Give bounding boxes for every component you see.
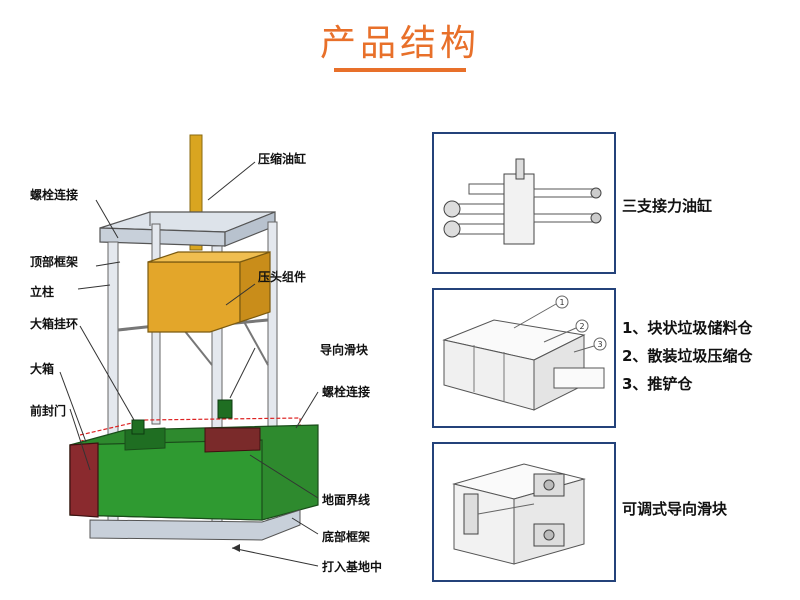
marker-2: 2 xyxy=(579,322,584,331)
slider-illustration xyxy=(452,463,586,565)
label-guide-slider: 导向滑块 xyxy=(320,343,369,357)
label-bottom-frame: 底部框架 xyxy=(322,530,371,544)
label-top-frame: 顶部框架 xyxy=(30,255,79,269)
label-bolt-connection-top: 螺栓连接 xyxy=(30,188,79,202)
panel1-text: 三支接力油缸 xyxy=(622,197,713,215)
panel-cylinders xyxy=(432,132,616,274)
press-head xyxy=(147,261,241,333)
title-underline xyxy=(334,68,466,72)
label-compress-cylinder: 压缩油缸 xyxy=(258,152,307,166)
panel2-text-2: 2、散装垃圾压缩仓 xyxy=(622,347,753,365)
panel-slider xyxy=(432,442,616,582)
storage-illustration: 1 2 3 xyxy=(442,295,607,411)
panel2-text-3: 3、推铲仓 xyxy=(622,375,693,393)
front-door xyxy=(69,442,99,518)
label-ground-line: 地面界线 xyxy=(322,493,371,507)
marker-1: 1 xyxy=(559,298,564,307)
label-big-box: 大箱 xyxy=(30,362,55,376)
panel2-text-1: 1、块状垃圾储料仓 xyxy=(622,319,753,337)
label-bolt-connection-right: 螺栓连接 xyxy=(322,385,371,399)
label-column: 立柱 xyxy=(30,285,55,299)
label-front-door: 前封门 xyxy=(30,404,67,418)
label-press-head: 压头组件 xyxy=(258,270,307,284)
page-title: 产品结构 xyxy=(319,23,480,64)
panel3-text: 可调式导向滑块 xyxy=(622,500,728,518)
panel-storage: 1 2 3 xyxy=(432,288,616,428)
label-big-box-hanger: 大箱挂环 xyxy=(30,317,79,331)
marker-3: 3 xyxy=(597,340,602,349)
cylinder-illustration xyxy=(443,158,602,245)
label-into-foundation: 打入基地中 xyxy=(322,560,383,574)
